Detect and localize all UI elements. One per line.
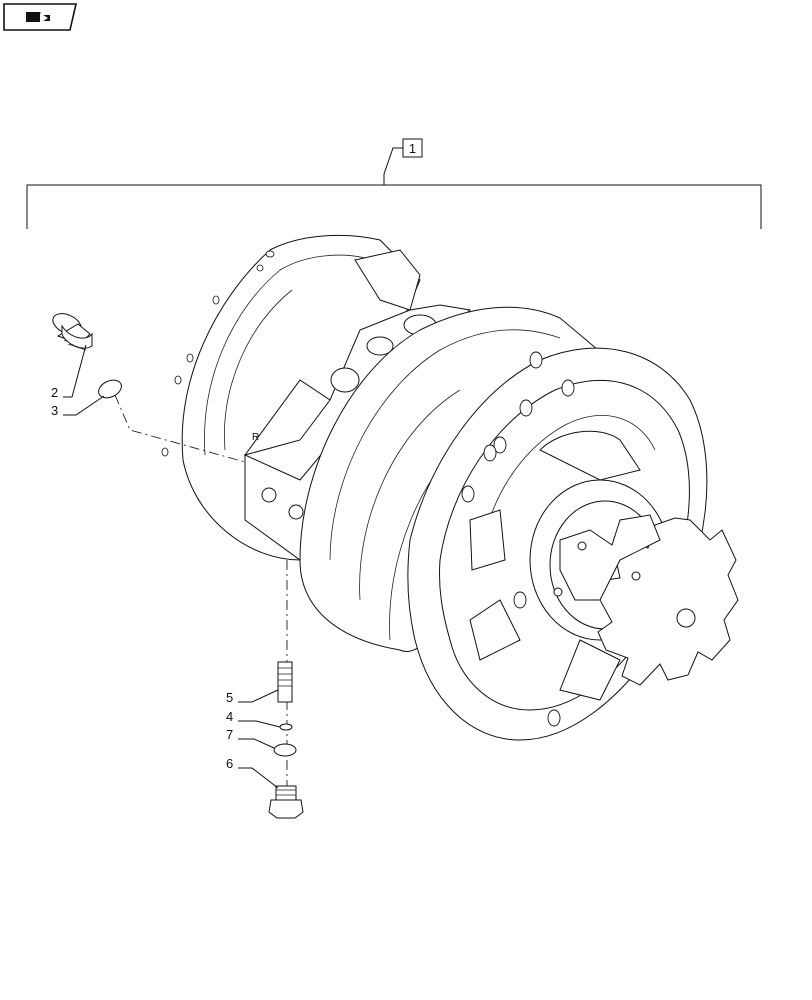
callout-2: 2 — [51, 344, 87, 400]
book-page-icon — [26, 12, 50, 23]
assembly-callout: 1 — [409, 141, 416, 156]
nav-button[interactable] — [3, 3, 78, 31]
o-ring-part-7 — [273, 743, 297, 757]
svg-text:4: 4 — [226, 709, 233, 724]
assembly-bracket: 1 — [26, 138, 762, 229]
svg-text:2: 2 — [51, 385, 58, 400]
drive-motor: R — [161, 234, 739, 741]
callout-3: 3 — [51, 395, 105, 418]
svg-text:6: 6 — [226, 756, 233, 771]
plug-part-6 — [268, 785, 304, 819]
callout-5: 5 — [226, 689, 279, 705]
svg-text:7: 7 — [226, 727, 233, 742]
callout-7: 7 — [226, 727, 275, 749]
o-ring-part-3 — [98, 379, 122, 399]
callout-4: 4 — [226, 709, 281, 728]
plug-part-2 — [52, 313, 93, 351]
svg-text:5: 5 — [226, 690, 233, 705]
svg-text:3: 3 — [51, 403, 58, 418]
svg-text:R: R — [252, 432, 259, 443]
ring-part-4 — [279, 723, 293, 731]
callout-6: 6 — [226, 756, 279, 789]
pin-part-5 — [277, 661, 293, 703]
